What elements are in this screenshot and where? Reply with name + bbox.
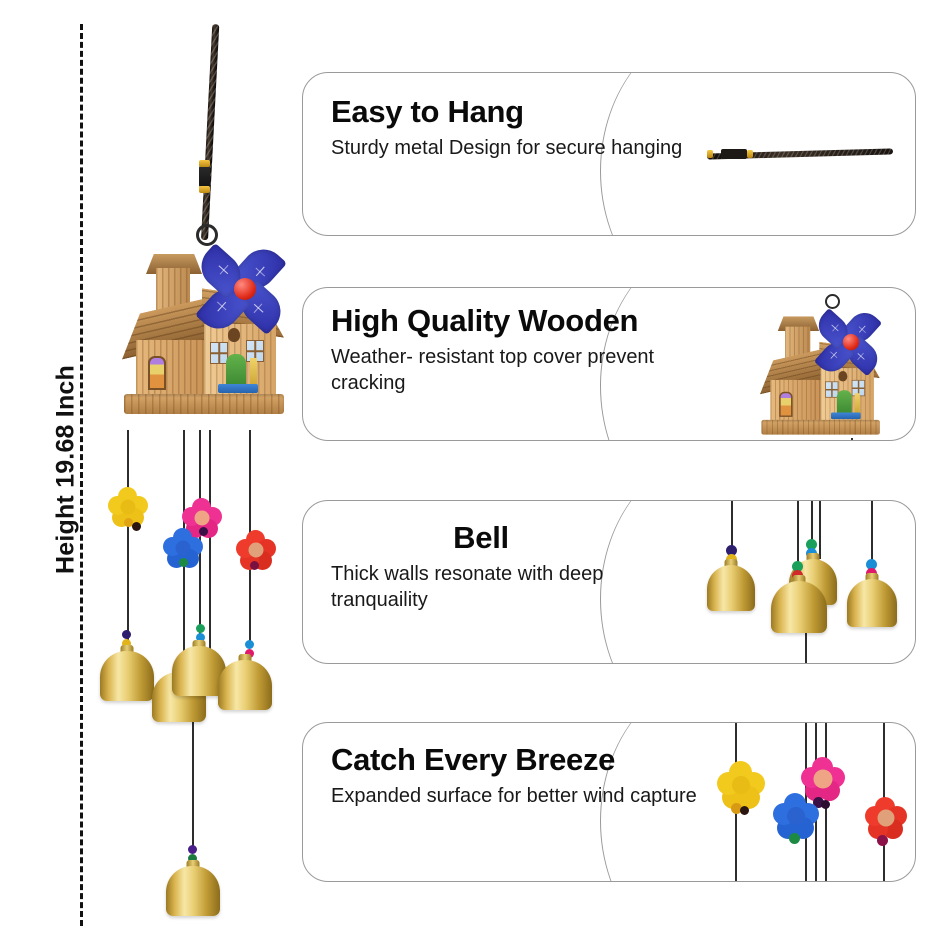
flower-red (865, 797, 907, 839)
bead (245, 640, 254, 649)
card-body: Thick walls resonate with deep tranquail… (331, 562, 604, 611)
door-post (250, 358, 257, 388)
door-step (218, 384, 258, 393)
bead (188, 845, 197, 854)
card-body: Weather- resistant top cover prevent cra… (331, 345, 655, 394)
brass-bell (172, 640, 226, 696)
product-image (0, 0, 300, 940)
brass-bell-bottom (166, 860, 220, 916)
chime-string-bottom (192, 700, 194, 848)
chimney-tower (156, 268, 190, 322)
bead (124, 518, 133, 527)
house-body-left (136, 340, 208, 398)
card-body: Expanded surface for better wind capture (331, 784, 697, 807)
base-platform (124, 394, 284, 414)
pinwheel (192, 236, 298, 342)
art-brass-bells (685, 501, 915, 663)
flower-blue (163, 528, 203, 568)
bead (196, 633, 205, 642)
card-title: Bell (453, 520, 509, 555)
cord-crimp-bottom (199, 186, 210, 193)
chime-string (209, 430, 211, 656)
bead (250, 561, 259, 570)
flower-pink (801, 757, 845, 801)
wooden-house (118, 232, 290, 437)
card-title: High Quality Wooden (331, 303, 639, 338)
card-high-quality-wooden[interactable]: High Quality Wooden Weather- resistant t… (302, 287, 916, 441)
bead (122, 639, 131, 648)
bead (245, 649, 254, 658)
brass-bell (100, 645, 154, 701)
height-dashed-guide (80, 24, 83, 926)
art-flower-beads (685, 723, 915, 881)
bead (132, 522, 141, 531)
flower-yellow (717, 761, 765, 809)
arched-window (148, 356, 166, 390)
birdhouse-hole (228, 328, 240, 342)
bead (122, 630, 131, 639)
card-title: Easy to Hang (331, 94, 524, 129)
hanging-cord (201, 24, 220, 241)
bead (196, 624, 205, 633)
card-body: Sturdy metal Design for secure hanging (331, 136, 683, 159)
hanging-ring-icon (196, 224, 218, 246)
window-left (210, 342, 228, 364)
pinwheel-hub (234, 278, 256, 300)
flower-blue (773, 793, 819, 839)
green-door (226, 354, 246, 386)
art-wooden-house (685, 288, 915, 440)
art-hanging-cord (685, 73, 915, 235)
feature-cards: Easy to Hang Sturdy metal Design for sec… (302, 0, 916, 940)
cord-black-band (199, 166, 210, 187)
brass-bell (218, 654, 272, 710)
chime-string (127, 430, 129, 662)
bead (179, 558, 188, 567)
bead (188, 854, 197, 863)
card-bell[interactable]: Bell Thick walls resonate with deep tran… (302, 500, 916, 664)
cord-crimp-top (199, 160, 210, 167)
card-easy-to-hang[interactable]: Easy to Hang Sturdy metal Design for sec… (302, 72, 916, 236)
card-title: Catch Every Breeze (331, 742, 616, 777)
bead (199, 527, 208, 536)
card-catch-every-breeze[interactable]: Catch Every Breeze Expanded surface for … (302, 722, 916, 882)
